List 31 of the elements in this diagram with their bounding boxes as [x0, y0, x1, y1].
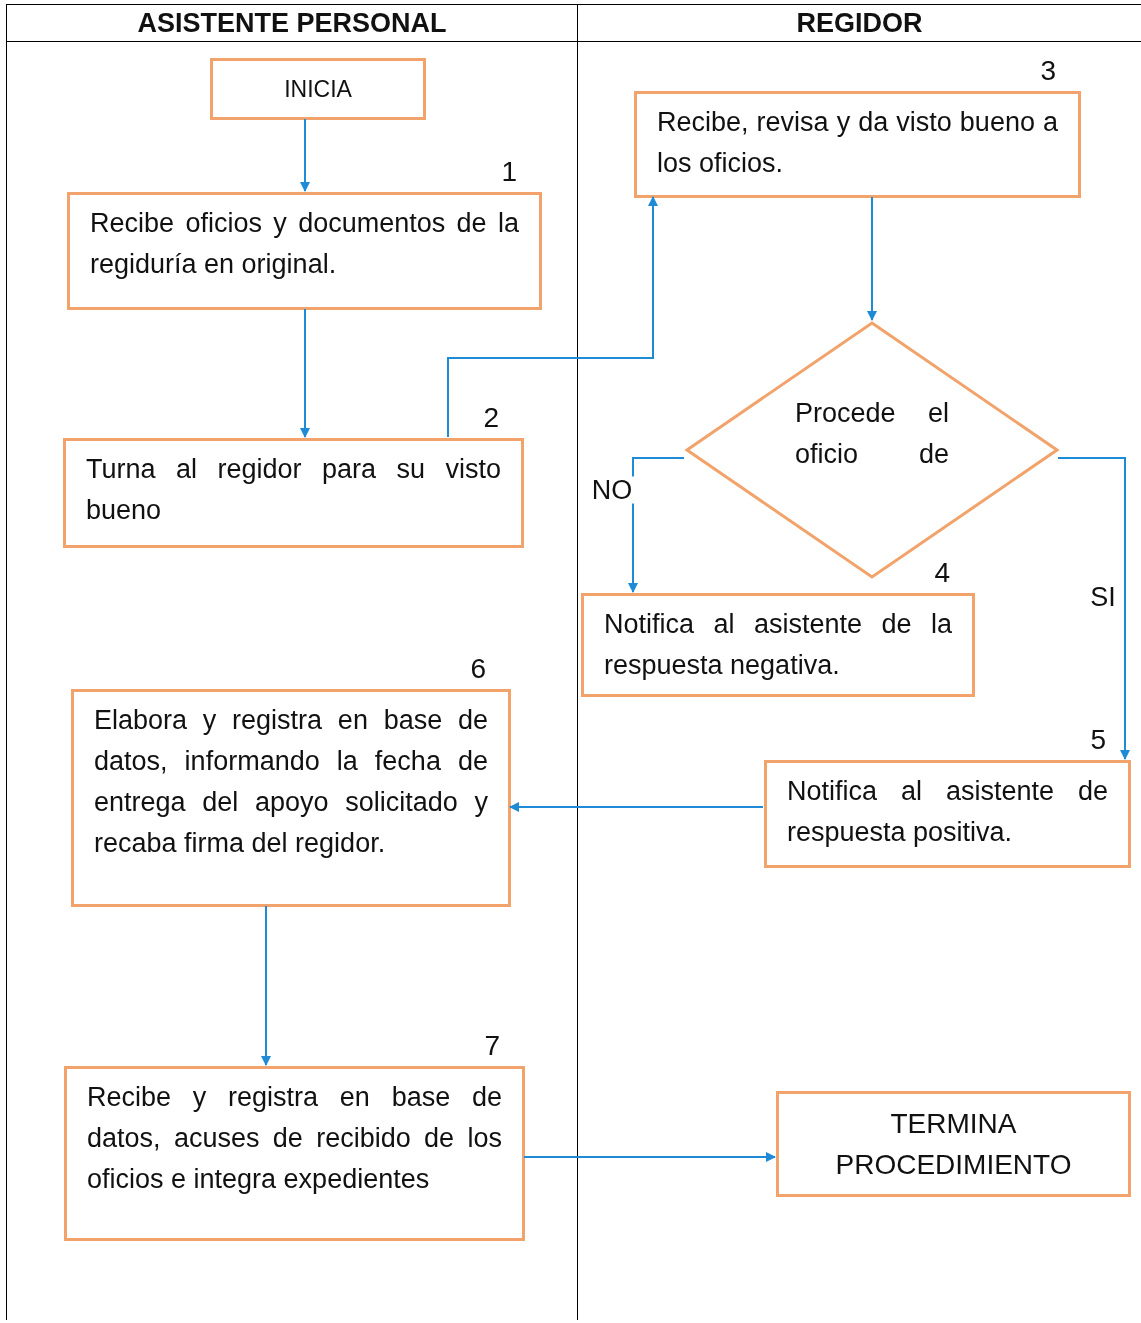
arrow: [300, 308, 310, 438]
decision-text: Procede el oficio de: [795, 397, 949, 471]
step-text: Turna al regidor para su visto bueno: [86, 453, 501, 527]
step-number: 6: [470, 652, 486, 686]
step-text: Notifica al asistente de la respuesta negativa.: [604, 608, 952, 682]
step-number: 2: [483, 401, 499, 435]
arrow: [261, 905, 271, 1066]
terminal-box: [776, 1091, 1131, 1197]
step-number: 4: [934, 556, 950, 590]
step-text: Recibe oficios y documentos de la regiduría en original.: [90, 207, 519, 281]
step-text: TERMINA PROCEDIMIENTO: [834, 1107, 1073, 1182]
step-text: Recibe, revisa y da visto bueno a los oficios.: [657, 106, 1058, 180]
step-text: Recibe y registra en base de datos, acuses de recibido de los oficios e integra expedientes: [87, 1081, 502, 1196]
arrow: [509, 802, 764, 812]
swimlane: [577, 4, 1141, 1320]
step-text: Notifica al asistente de respuesta positiva.: [787, 775, 1108, 849]
arrow: [300, 118, 310, 192]
lane-header: ASISTENTE PERSONAL: [137, 9, 447, 37]
terminal-box: [210, 58, 426, 120]
step-number: 3: [1040, 54, 1056, 88]
arrow: [867, 196, 877, 321]
arrow: [1057, 457, 1130, 760]
lane-header: REGIDOR: [796, 9, 923, 37]
step-text: Elabora y registra en base de datos, informando la fecha de entrega del apoyo solicitado y recaba firma del regidor.: [94, 704, 488, 860]
step-number: 1: [501, 155, 517, 189]
step-number: 5: [1090, 723, 1106, 757]
arrow: [447, 196, 658, 438]
step-number: 7: [484, 1029, 500, 1063]
step-text: INICIA: [284, 74, 352, 104]
swimlane: [6, 4, 577, 1320]
arrow: [523, 1152, 776, 1162]
